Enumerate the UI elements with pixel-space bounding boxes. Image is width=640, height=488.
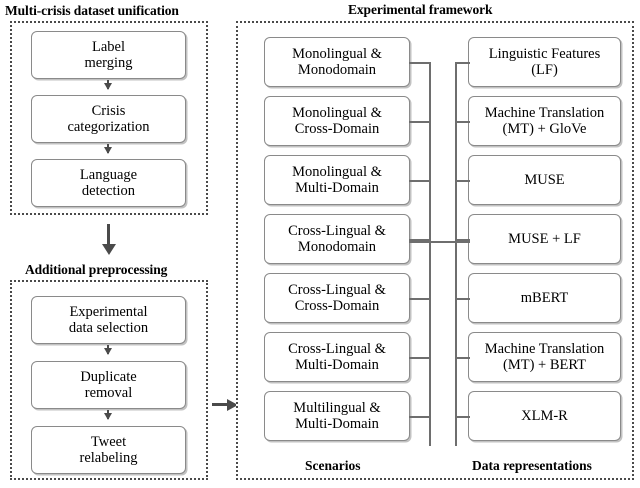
node-line-2: Multi-Domain: [295, 416, 379, 432]
representation-node-3[interactable]: MUSE: [468, 155, 621, 205]
arrow-right-icon: [212, 403, 228, 406]
node-line-2: Multi-Domain: [295, 357, 379, 373]
node-line-1: Language: [79, 166, 138, 183]
page-title-unification: Multi-crisis dataset unification: [5, 3, 179, 18]
scenario-node-7[interactable]: Multilingual &Multi-Domain: [264, 391, 410, 441]
node-line-2: data selection: [68, 320, 149, 336]
representation-node-4[interactable]: MUSE + LF: [468, 214, 621, 264]
node-line-1: Cross-Lingual &: [288, 281, 386, 298]
node-line-2: (MT) + BERT: [502, 357, 587, 373]
connector-stub-scenario-4: [409, 239, 431, 242]
arrow-down-icon: [107, 345, 109, 354]
representation-node-6[interactable]: Machine Translation(MT) + BERT: [468, 332, 621, 382]
node-line-2: Monodomain: [297, 239, 377, 255]
node-line-2: relabeling: [79, 450, 138, 466]
node-line-2: Monodomain: [297, 62, 377, 78]
node-line-1: MUSE: [524, 171, 565, 188]
connector-stub-representation-7: [455, 416, 470, 419]
node-line-1: Linguistic Features: [488, 45, 601, 62]
process-node-label-merging[interactable]: Label merging: [31, 31, 186, 79]
node-line-2: (LF): [531, 62, 558, 78]
node-line-1: MUSE + LF: [508, 230, 581, 247]
node-line-1: Duplicate: [80, 368, 137, 385]
node-line-2: detection: [81, 183, 136, 199]
node-line-2: categorization: [67, 119, 150, 135]
connector-stub-representation-1: [455, 62, 470, 65]
node-line-1: Monolingual &: [292, 104, 382, 121]
connector-stub-representation-5: [455, 298, 470, 301]
scenario-node-4[interactable]: Cross-Lingual &Monodomain: [264, 214, 410, 264]
scenario-node-6[interactable]: Cross-Lingual &Multi-Domain: [264, 332, 410, 382]
connector-stub-scenario-1: [409, 62, 431, 65]
node-line-1: Machine Translation: [484, 340, 605, 357]
process-node-duplicate-removal[interactable]: Duplicate removal: [31, 361, 186, 409]
connector-stub-representation-4: [455, 239, 470, 242]
node-line-2: removal: [84, 385, 133, 401]
connector-stub-representation-2: [455, 121, 470, 124]
representation-node-5[interactable]: mBERT: [468, 273, 621, 323]
representation-node-2[interactable]: Machine Translation(MT) + GloVe: [468, 96, 621, 146]
column-label-scenarios: Scenarios: [305, 458, 361, 473]
node-line-1: Experimental: [69, 303, 148, 320]
scenario-node-1[interactable]: Monolingual &Monodomain: [264, 37, 410, 87]
connector-bus-scenarios: [429, 62, 432, 446]
connector-stub-representation-6: [455, 357, 470, 360]
node-line-1: Machine Translation: [484, 104, 605, 121]
node-line-1: mBERT: [520, 289, 569, 306]
node-line-1: Monolingual &: [292, 45, 382, 62]
process-node-tweet-relabeling[interactable]: Tweet relabeling: [31, 426, 186, 474]
representation-node-1[interactable]: Linguistic Features(LF): [468, 37, 621, 87]
node-line-1: XLM-R: [521, 407, 568, 424]
connector-stub-scenario-6: [409, 357, 431, 360]
node-line-1: Crisis: [91, 102, 126, 119]
node-line-1: Multilingual &: [293, 399, 381, 416]
node-line-1: Cross-Lingual &: [288, 340, 386, 357]
node-line-2: Cross-Domain: [294, 298, 380, 314]
representation-node-7[interactable]: XLM-R: [468, 391, 621, 441]
node-line-2: Multi-Domain: [295, 180, 379, 196]
process-node-experimental-data-selection[interactable]: Experimental data selection: [31, 296, 186, 344]
process-node-language-detection[interactable]: Language detection: [31, 159, 186, 207]
arrow-down-icon: [107, 410, 109, 419]
connector-bus-representations: [455, 62, 458, 446]
connector-stub-scenario-2: [409, 121, 431, 124]
scenario-node-2[interactable]: Monolingual &Cross-Domain: [264, 96, 410, 146]
node-line-2: Cross-Domain: [294, 121, 380, 137]
scenario-node-5[interactable]: Cross-Lingual &Cross-Domain: [264, 273, 410, 323]
connector-stub-scenario-5: [409, 298, 431, 301]
scenario-node-3[interactable]: Monolingual &Multi-Domain: [264, 155, 410, 205]
page-title-framework: Experimental framework: [348, 2, 493, 17]
connector-bridge: [409, 241, 470, 244]
node-line-1: Label: [91, 38, 125, 55]
arrow-down-icon: [107, 144, 109, 153]
connector-stub-scenario-7: [409, 416, 431, 419]
node-line-2: merging: [84, 55, 133, 71]
node-line-1: Cross-Lingual &: [288, 222, 386, 239]
connector-stub-scenario-3: [409, 180, 431, 183]
connector-stub-representation-3: [455, 180, 470, 183]
node-line-1: Tweet: [90, 433, 127, 450]
column-label-data-representations: Data representations: [472, 458, 592, 473]
process-node-crisis-categorization[interactable]: Crisis categorization: [31, 95, 186, 143]
node-line-1: Monolingual &: [292, 163, 382, 180]
page-title-preprocessing: Additional preprocessing: [25, 262, 168, 277]
arrow-down-icon: [107, 80, 109, 89]
node-line-2: (MT) + GloVe: [502, 121, 587, 137]
arrow-down-icon: [107, 224, 110, 246]
